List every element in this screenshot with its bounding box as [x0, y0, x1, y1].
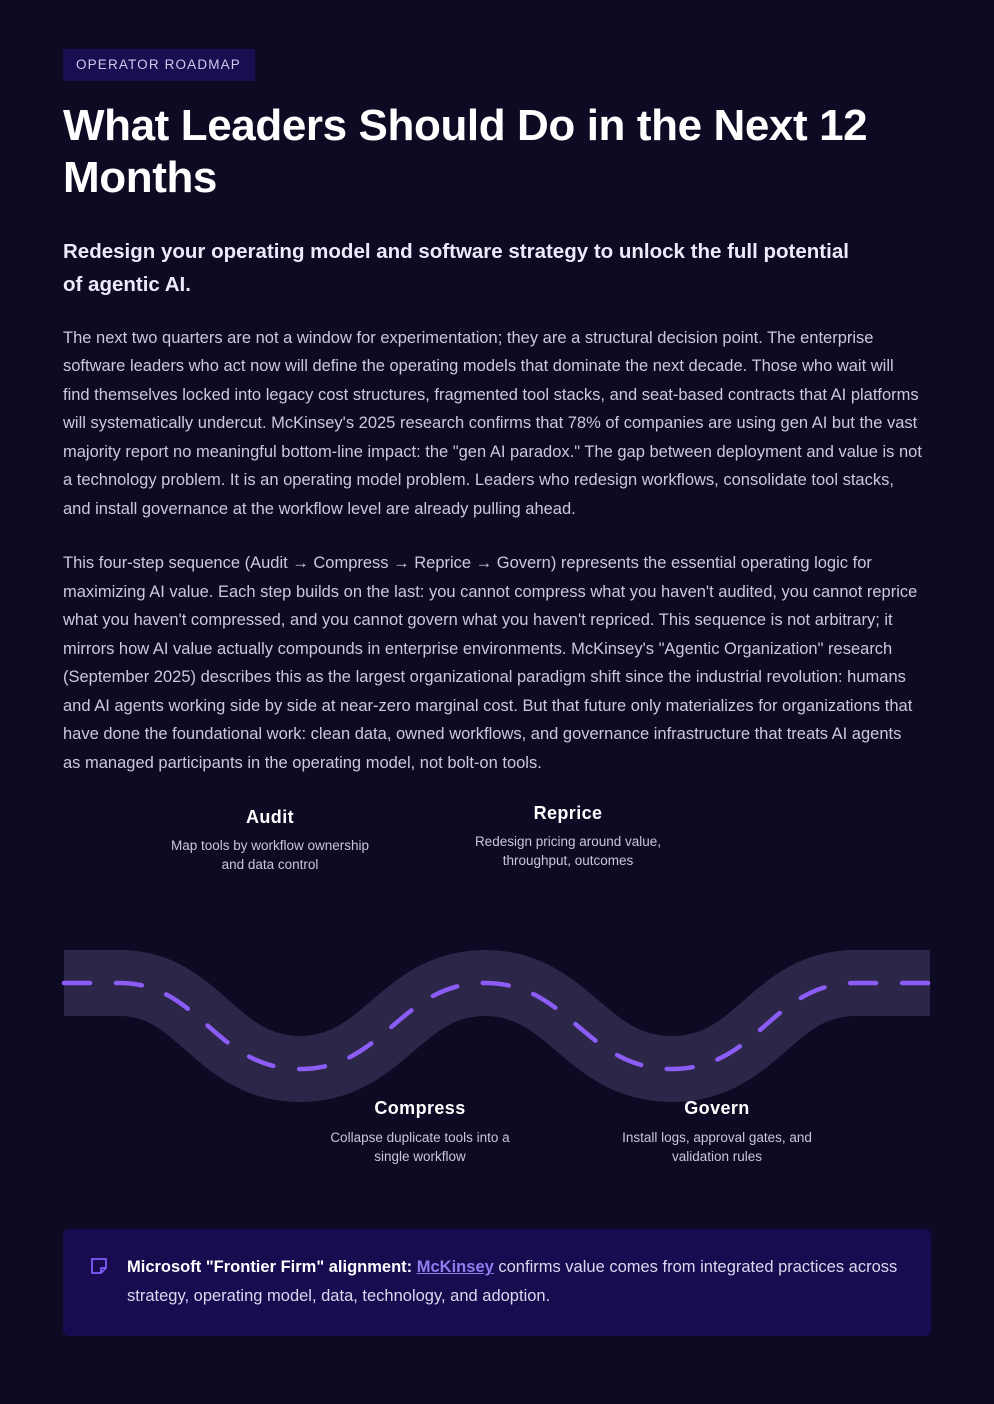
roadmap-label-govern: Govern Install logs, approval gates, and…: [612, 1098, 822, 1166]
roadmap-label-audit: Audit Map tools by workflow ownership an…: [165, 807, 375, 874]
paragraph-1: The next two quarters are not a window f…: [63, 328, 922, 518]
callout-lead: Microsoft "Frontier Firm" alignment:: [127, 1258, 413, 1277]
step-title-reprice: Reprice: [533, 803, 603, 824]
body-copy: The next two quarters are not a window f…: [0, 324, 986, 778]
callout-rest: confirms value comes from integrated pra…: [127, 1258, 898, 1305]
badge-container: OPERATOR ROADMAP: [0, 0, 994, 81]
roadmap-illustration: Audit Map tools by workflow ownership an…: [0, 801, 994, 1201]
page-title: What Leaders Should Do in the Next 12 Mo…: [63, 100, 868, 203]
step-desc-compress: Collapse duplicate tools into a single w…: [330, 1130, 510, 1164]
note-icon: [89, 1256, 109, 1281]
page-subhead: Redesign your operating model and softwa…: [63, 240, 849, 297]
callout-text: Microsoft "Frontier Firm" alignment: McK…: [127, 1253, 903, 1310]
bottom-spacer: [0, 1336, 994, 1388]
step-desc-audit: Map tools by workflow ownership and data…: [170, 838, 370, 872]
step-title-compress: Compress: [374, 1098, 466, 1119]
step-desc-govern: Install logs, approval gates, and valida…: [622, 1130, 812, 1164]
step-title-audit: Audit: [246, 807, 294, 828]
paragraph-2: This four-step sequence (Audit → Compres…: [63, 554, 918, 772]
mckinsey-link[interactable]: McKinsey: [416, 1258, 494, 1277]
step-title-govern: Govern: [684, 1098, 750, 1119]
roadmap-label-reprice: Reprice Redesign pricing around value, t…: [463, 803, 673, 870]
step-desc-reprice: Redesign pricing around value, throughpu…: [474, 834, 662, 868]
eyebrow-badge: OPERATOR ROADMAP: [63, 49, 255, 81]
roadmap-label-compress: Compress Collapse duplicate tools into a…: [315, 1098, 525, 1166]
callout-box: Microsoft "Frontier Firm" alignment: McK…: [63, 1229, 931, 1337]
